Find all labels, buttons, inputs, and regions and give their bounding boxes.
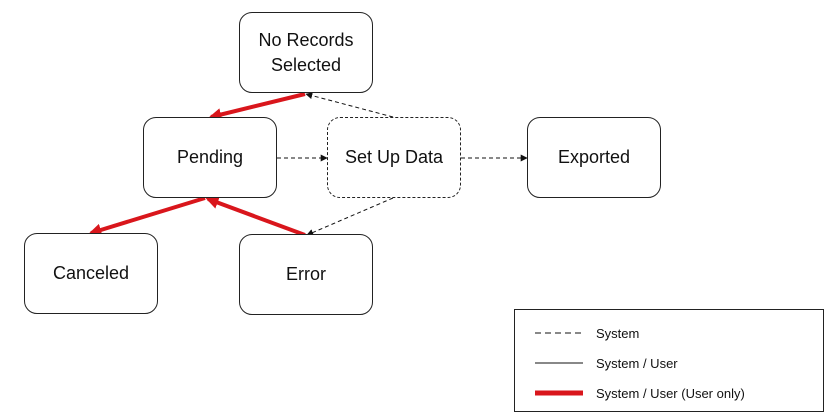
legend-item-system-user: System / User: [535, 353, 678, 373]
arrow-error-to-pending: [205, 196, 306, 237]
state-label: Set Up Data: [344, 147, 444, 167]
state-label: Exported: [557, 147, 631, 167]
state-set-up-data: Set Up Data: [327, 117, 461, 198]
bold-red-line-swatch: [535, 390, 583, 396]
state-exported: Exported: [527, 117, 661, 198]
state-pending: Pending: [143, 117, 277, 198]
solid-line-swatch: [535, 362, 583, 364]
legend-label: System / User (User only): [596, 385, 745, 401]
arrow-setup-to-no-records: [305, 92, 394, 118]
state-label: No Records Selected: [258, 29, 354, 75]
arrow-no-records-to-pending: [208, 92, 306, 121]
arrow-pending-to-canceled: [88, 196, 206, 237]
dashed-line-swatch: [535, 332, 583, 334]
state-label: Error: [286, 264, 326, 284]
legend-label: System / User: [596, 355, 678, 371]
legend: System System / User System / User (User…: [514, 309, 824, 412]
state-error: Error: [239, 234, 373, 315]
state-label: Canceled: [52, 263, 130, 283]
state-no-records-selected: No Records Selected: [239, 12, 373, 93]
state-label: Pending: [176, 147, 244, 167]
legend-item-system: System: [535, 323, 639, 343]
arrow-setup-to-error: [306, 197, 394, 236]
legend-label: System: [596, 325, 640, 341]
state-canceled: Canceled: [24, 233, 158, 314]
legend-item-user-only: System / User (User only): [535, 383, 745, 403]
